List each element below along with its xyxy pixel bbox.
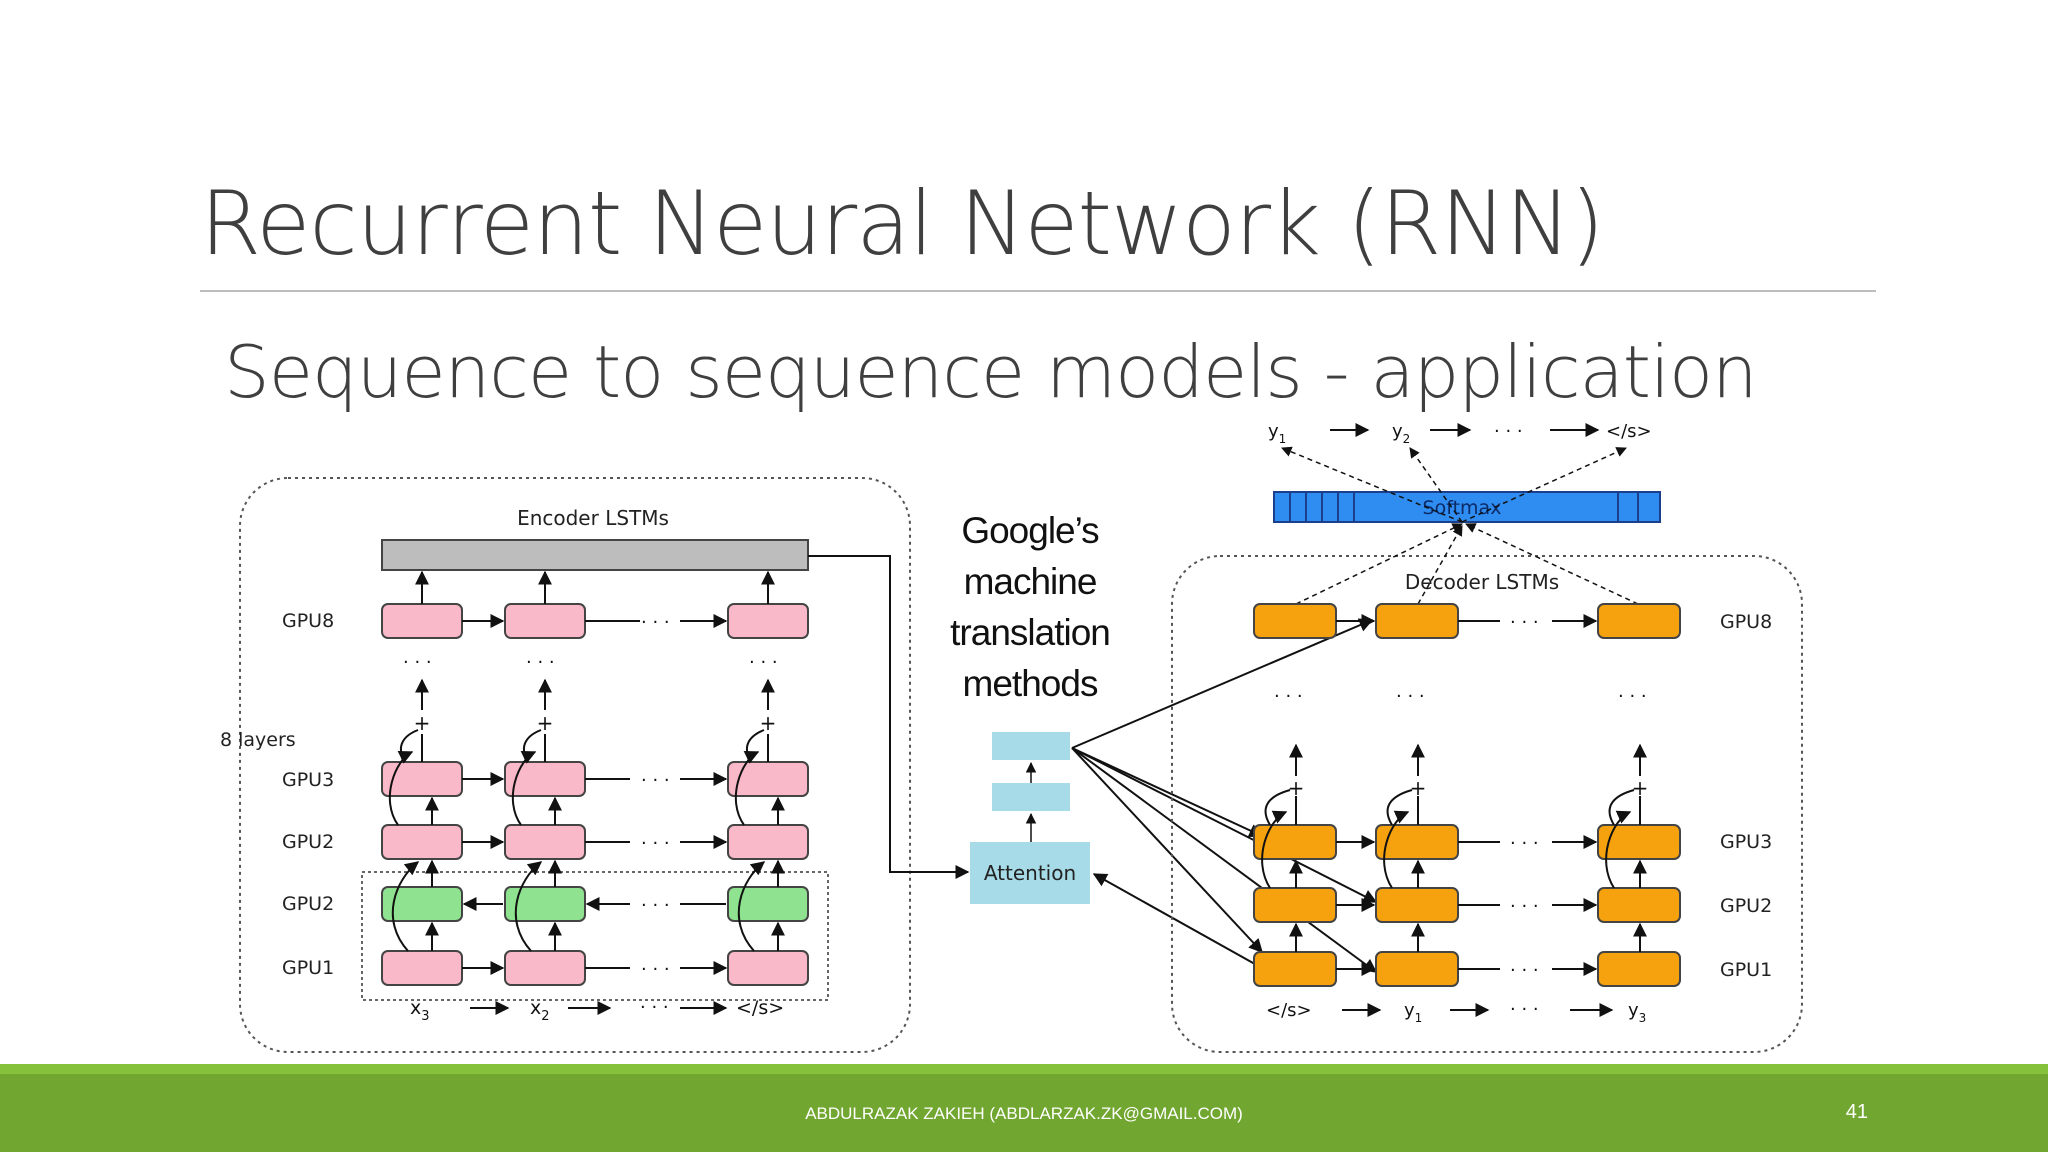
ellipsis: · · · [403,652,432,673]
footer-bar: ABDULRAZAK ZAKIEH (ABDLARZAK.ZK@GMAIL.CO… [0,1074,2048,1152]
encoder-gpu-label: GPU3 [282,769,334,791]
gnmt-diagram: Encoder LSTMs 8 layers GPU8 GPU3 GPU2 GP… [220,421,1803,1053]
encoder-gpu-label: GPU8 [282,610,334,632]
ellipsis: · · · [1494,421,1523,442]
bidir-cell [504,886,586,922]
caption-line: machine [963,561,1098,602]
bidirectional-layer-box [361,871,829,1001]
ellipsis: · · · [1396,686,1425,707]
encoder-cell [504,603,586,639]
caption: Google’s machine translation methods [900,505,1160,709]
caption-line: translation [950,612,1111,653]
bidir-cell [727,886,809,922]
encoder-cell [727,824,809,860]
residual-plus: + [414,711,431,735]
decoder-gpu-label: GPU8 [1720,611,1772,633]
decoder-cell [1253,603,1337,639]
attention-label: Attention [984,861,1076,885]
encoder-cell [381,824,463,860]
encoder-input-x3: x3 [410,997,430,1024]
attention-box [970,842,1090,904]
ellipsis: · · · [640,997,669,1018]
footer-author: ABDULRAZAK ZAKIEH (ABDLARZAK.ZK@GMAIL.CO… [805,1104,1243,1123]
ellipsis: · · · [1510,612,1539,633]
encoder-cell [727,603,809,639]
decoder-cell [1597,887,1681,923]
decoder-cell [1375,824,1459,860]
decoder-input-y1: y1 [1404,1000,1422,1025]
encoder-cell [381,950,463,986]
encoder-cell [504,950,586,986]
bidir-cell [381,886,463,922]
output-eos: </s> [1606,421,1652,442]
decoder-cell [1253,887,1337,923]
residual-plus: + [537,711,554,735]
ellipsis: · · · [1510,833,1539,854]
encoder-input-x2: x2 [530,997,550,1024]
output-y2: y2 [1392,421,1410,446]
residual-plus: + [1288,776,1305,800]
layers-label: 8 layers [220,729,296,751]
attention-layer-mid [992,783,1070,811]
decoder-cell [1253,824,1337,860]
ellipsis: · · · [526,652,555,673]
encoder-cell [504,761,586,797]
encoder-cell [727,950,809,986]
decoder-cell [1375,887,1459,923]
encoder-gpu-label: GPU2 [282,831,334,853]
title-divider [200,290,1876,292]
decoder-cell [1375,603,1459,639]
encoder-gpu-label: GPU2 [282,893,334,915]
residual-plus: + [760,711,777,735]
encoder-cell [727,761,809,797]
decoder-gpu-label: GPU2 [1720,895,1772,917]
decoder-cell [1375,951,1459,987]
decoder-input-y3: y3 [1628,1000,1646,1025]
decoder-gpu-label: GPU1 [1720,959,1772,981]
attention-layer-top [992,732,1070,760]
encoder-cell [504,824,586,860]
decoder-cell [1253,951,1337,987]
encoder-gpu-label: GPU1 [282,957,334,979]
decoder-cell [1597,951,1681,987]
footer-accent-line [0,1064,2048,1074]
ellipsis: · · · [749,652,778,673]
encoder-output-bar [381,539,809,571]
encoder-input-eos: </s> [736,997,784,1019]
ellipsis: · · · [641,895,670,916]
encoder-cell [381,603,463,639]
page-number: 41 [1845,1101,1868,1123]
decoder-frame [1171,555,1803,1053]
caption-line: Google’s [961,510,1099,551]
encoder-frame [239,477,911,1053]
residual-plus: + [1632,776,1649,800]
ellipsis: · · · [1510,896,1539,917]
ellipsis: · · · [641,959,670,980]
encoder-cells [381,603,809,986]
softmax-label: Softmax [1423,497,1502,519]
ellipsis: · · · [641,770,670,791]
ellipsis: · · · [1510,999,1539,1020]
decoder-title: Decoder LSTMs [1405,570,1559,594]
encoder-title: Encoder LSTMs [517,506,669,530]
ellipsis: · · · [641,612,670,633]
ellipsis: · · · [1274,686,1303,707]
ellipsis: · · · [1618,686,1647,707]
output-y1: y1 [1268,421,1286,446]
decoder-cell [1597,603,1681,639]
decoder-gpu-label: GPU3 [1720,831,1772,853]
ellipsis: · · · [1510,960,1539,981]
slide-subtitle: Sequence to sequence models - applicatio… [224,330,1758,414]
decoder-input-eos: </s> [1266,1000,1312,1021]
caption-line: methods [962,663,1099,704]
residual-plus: + [1410,776,1427,800]
encoder-cell [381,761,463,797]
decoder-cell [1597,824,1681,860]
slide-title: Recurrent Neural Network (RNN) [200,172,1604,275]
encoder-to-attention-line [808,555,970,879]
ellipsis: · · · [641,833,670,854]
